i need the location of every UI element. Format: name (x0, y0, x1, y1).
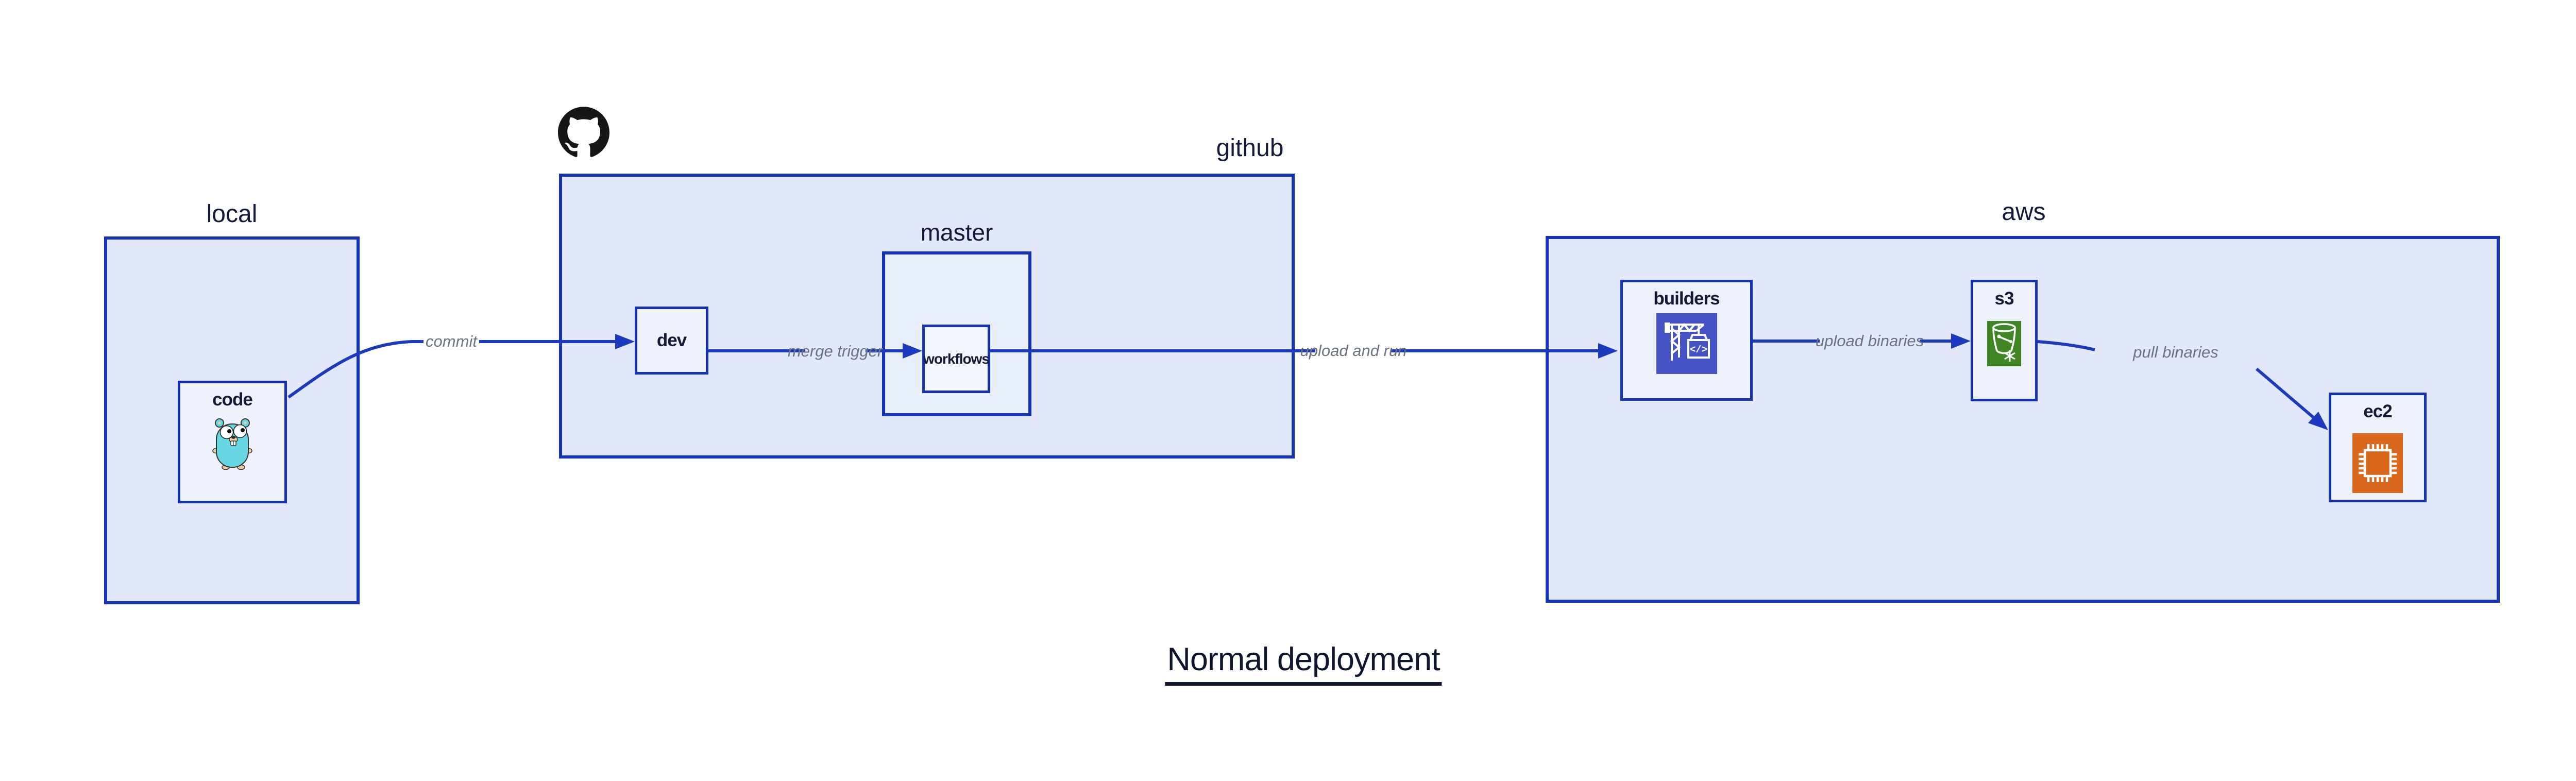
ec2-node: ec2 (2329, 393, 2427, 502)
dev-node-label: dev (656, 330, 687, 350)
s3-glacier-bucket-icon (1987, 321, 2021, 366)
local-group-label: local (206, 200, 258, 228)
svg-text:</>: </> (1689, 344, 1707, 355)
github-group-label: github (1216, 134, 1284, 162)
s3-node: s3 (1971, 280, 2038, 401)
edge-pull-binaries-label: pull binaries (2133, 343, 2218, 361)
builders-node-label: builders (1653, 288, 1720, 309)
code-node-label: code (212, 389, 253, 410)
go-gopher-icon (212, 416, 252, 470)
master-group-label: master (920, 219, 993, 246)
workflows-node-label: workflows (923, 350, 990, 367)
workflows-node: workflows (922, 325, 990, 393)
aws-group-label: aws (2002, 198, 2046, 226)
builders-node: builders </> (1620, 280, 1753, 401)
codebuild-crane-icon: </> (1656, 313, 1717, 374)
code-node: code (178, 381, 287, 503)
diagram-title: Normal deployment (1165, 641, 1442, 686)
edge-upload-binaries-label: upload binaries (1815, 332, 1924, 350)
github-octocat-icon (558, 106, 609, 158)
s3-node-label: s3 (1994, 288, 2014, 309)
edge-merge-trigger-label: merge trigger (787, 342, 883, 360)
dev-node: dev (635, 307, 708, 375)
edge-commit-label: commit (426, 332, 477, 350)
ec2-node-label: ec2 (2363, 401, 2392, 421)
edge-upload-and-run-label: upload and run (1300, 342, 1407, 360)
ec2-chip-icon (2352, 433, 2403, 493)
